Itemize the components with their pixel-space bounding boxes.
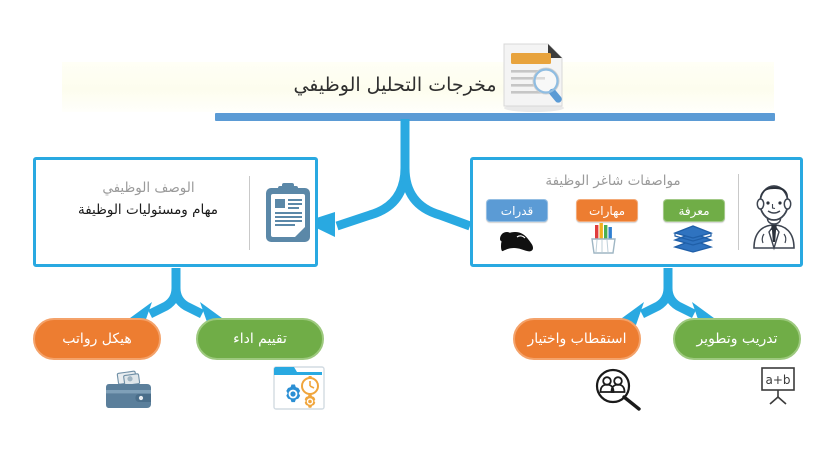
chip-abilities-label: قدرات bbox=[500, 203, 534, 218]
person-avatar-icon bbox=[750, 174, 798, 251]
outcome-training-development-label: تدريب وتطوير bbox=[696, 331, 778, 347]
outcome-recruitment-selection[interactable]: استقطاب واختيار bbox=[513, 318, 641, 360]
job-description-box[interactable]: الوصف الوظيفي مهام ومسئوليات الوظيفة bbox=[33, 157, 318, 267]
outcome-salary-structure[interactable]: هيكل رواتب bbox=[33, 318, 161, 360]
people-magnifier-icon bbox=[589, 367, 645, 411]
job-description-subheading: مهام ومسئوليات الوظيفة bbox=[77, 202, 219, 218]
wallet-money-icon bbox=[103, 370, 155, 412]
right-box-divider bbox=[738, 174, 739, 250]
left-box-divider bbox=[249, 176, 250, 250]
chip-abilities[interactable]: قدرات bbox=[486, 199, 548, 222]
chip-skills-label: مهارات bbox=[588, 203, 626, 218]
pen-cup-icon bbox=[583, 222, 625, 254]
flexed-biceps-icon bbox=[495, 224, 537, 254]
outcome-performance-evaluation[interactable]: تقييم اداء bbox=[196, 318, 324, 360]
outcome-recruitment-selection-label: استقطاب واختيار bbox=[527, 331, 627, 347]
job-specification-heading: مواصفات شاغر الوظيفة bbox=[545, 173, 681, 189]
title-banner bbox=[62, 62, 774, 112]
outcome-performance-evaluation-label: تقييم اداء bbox=[233, 331, 287, 347]
gear-stopwatch-icon bbox=[270, 363, 328, 413]
chip-knowledge-label: معرفة bbox=[678, 203, 710, 218]
books-stack-icon bbox=[670, 223, 714, 253]
clipboard-icon bbox=[264, 182, 312, 244]
chip-skills[interactable]: مهارات bbox=[576, 199, 638, 222]
presentation-board-icon: a+b bbox=[753, 364, 803, 408]
outcome-salary-structure-label: هيكل رواتب bbox=[62, 331, 132, 347]
job-description-heading: الوصف الوظيفي bbox=[102, 180, 195, 196]
title-underline-bar bbox=[215, 113, 775, 121]
chip-knowledge[interactable]: معرفة bbox=[663, 199, 725, 222]
page-title: مخرجات التحليل الوظيفي bbox=[293, 74, 497, 96]
presentation-board-text: a+b bbox=[765, 373, 790, 387]
outcome-training-development[interactable]: تدريب وتطوير bbox=[673, 318, 801, 360]
document-search-icon bbox=[492, 36, 572, 114]
job-specification-box[interactable]: مواصفات شاغر الوظيفة قدرات مهارات معرفة bbox=[470, 157, 803, 267]
